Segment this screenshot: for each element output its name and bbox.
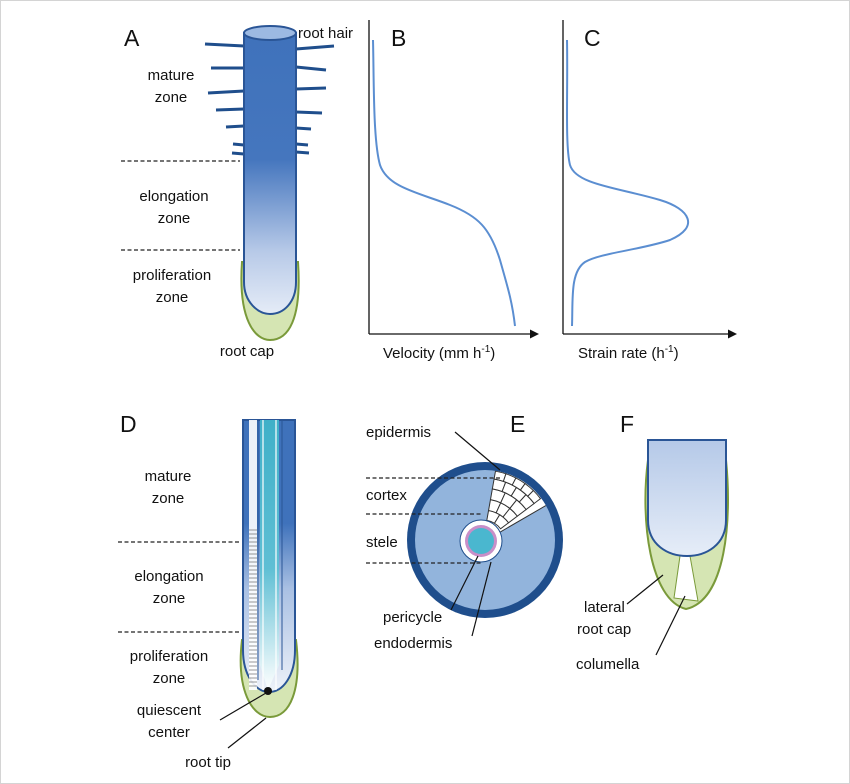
pericycle-label: pericycle bbox=[383, 609, 442, 626]
panel-letter-e: E bbox=[510, 411, 525, 437]
root-section-top bbox=[243, 25, 297, 41]
lateral-root-cap-label: lateral bbox=[584, 599, 625, 616]
quiescent-center-label: quiescent bbox=[137, 702, 202, 719]
root-hair-line bbox=[295, 142, 309, 147]
root-hair-line bbox=[215, 107, 245, 112]
strain-rate-axis-label: Strain rate (h-1) bbox=[578, 344, 679, 362]
panel-a: A root hair mature zone elongation zone … bbox=[121, 25, 353, 360]
mature-zone-label-2: zone bbox=[152, 490, 185, 507]
mature-zone-label: mature bbox=[148, 67, 195, 84]
velocity-axis-label-end: ) bbox=[490, 345, 495, 362]
root-hair-line bbox=[295, 44, 335, 51]
cortex-label: cortex bbox=[366, 487, 407, 504]
strain-rate-axis-label-sup: -1 bbox=[665, 344, 674, 355]
elongation-zone-label: elongation bbox=[134, 568, 203, 585]
panel-letter-d: D bbox=[120, 411, 137, 437]
root-hair-line bbox=[295, 126, 312, 131]
velocity-axis-label-sup: -1 bbox=[481, 344, 490, 355]
panel-letter-a: A bbox=[124, 25, 140, 51]
panel-b: B Velocity (mm h-1) bbox=[368, 20, 539, 362]
velocity-curve bbox=[372, 39, 516, 327]
root-hair-line bbox=[204, 42, 245, 48]
stele-column bbox=[260, 420, 279, 690]
quiescent-leader-line bbox=[219, 692, 267, 721]
epidermis-leader-line bbox=[454, 431, 501, 471]
panel-c: C Strain rate (h-1) bbox=[562, 20, 737, 362]
lateral-root-cap-leader-line bbox=[626, 574, 664, 605]
panel-e: E epidermis cortex stele pericycle endod… bbox=[366, 411, 563, 652]
endodermis-leader-line bbox=[471, 561, 492, 637]
root-hair-line bbox=[225, 124, 245, 129]
velocity-axis-label: Velocity (mm h-1) bbox=[383, 344, 495, 362]
cell-divisions bbox=[249, 529, 257, 687]
columella-label: columella bbox=[576, 656, 640, 673]
pericycle-leader-line bbox=[450, 555, 479, 611]
cell-wedge-cells bbox=[486, 470, 542, 530]
root-hair-label: root hair bbox=[298, 25, 353, 42]
elongation-zone-label: elongation bbox=[139, 188, 208, 205]
stele-label: stele bbox=[366, 534, 398, 551]
proliferation-zone-label-2: zone bbox=[156, 289, 189, 306]
x-axis-arrow-c bbox=[728, 329, 737, 339]
proliferation-zone-label: proliferation bbox=[130, 648, 208, 665]
strain-rate-axis-label-main: Strain rate (h bbox=[578, 345, 665, 362]
cell-wedge bbox=[482, 470, 553, 543]
root-hair-line bbox=[232, 142, 245, 147]
root-body-a bbox=[243, 32, 297, 316]
panel-letter-b: B bbox=[391, 25, 406, 51]
root-hair-line bbox=[295, 65, 327, 72]
epidermis-label: epidermis bbox=[366, 424, 431, 441]
panel-letter-f: F bbox=[620, 411, 634, 437]
proliferation-zone-label: proliferation bbox=[133, 267, 211, 284]
quiescent-center-label-2: center bbox=[148, 724, 190, 741]
velocity-axis-label-main: Velocity (mm h bbox=[383, 345, 481, 362]
elongation-zone-label-2: zone bbox=[158, 210, 191, 227]
root-hair-line bbox=[295, 150, 310, 155]
root-tip-label: root tip bbox=[185, 754, 231, 771]
root-hair-line bbox=[295, 110, 323, 115]
mature-zone-label-2: zone bbox=[155, 89, 188, 106]
panel-letter-c: C bbox=[584, 25, 601, 51]
root-body-f bbox=[647, 439, 727, 558]
root-hair-line bbox=[231, 151, 245, 156]
cell bbox=[527, 489, 542, 505]
stele-core bbox=[468, 528, 494, 554]
root-tip-leader-line bbox=[227, 717, 267, 749]
root-cap-label: root cap bbox=[220, 343, 274, 360]
root-hair-line bbox=[295, 86, 327, 91]
x-axis-arrow-b bbox=[530, 329, 539, 339]
lateral-root-cap-label-2: root cap bbox=[577, 621, 631, 638]
cell-file-epidermis bbox=[249, 420, 257, 690]
root-hair-line bbox=[207, 89, 245, 95]
panel-f: F lateral root cap columella bbox=[576, 411, 729, 673]
strain-rate-axis-label-end: ) bbox=[674, 345, 679, 362]
endodermis-label: endodermis bbox=[374, 635, 452, 652]
root-hairs bbox=[204, 42, 335, 156]
mature-zone-label: mature bbox=[145, 468, 192, 485]
strain-rate-curve bbox=[566, 39, 690, 327]
columella-leader-line bbox=[655, 595, 686, 656]
panel-d: D mature zone elongation zone proliferat… bbox=[118, 411, 299, 771]
proliferation-zone-label-2: zone bbox=[153, 670, 186, 687]
elongation-zone-label-2: zone bbox=[153, 590, 186, 607]
